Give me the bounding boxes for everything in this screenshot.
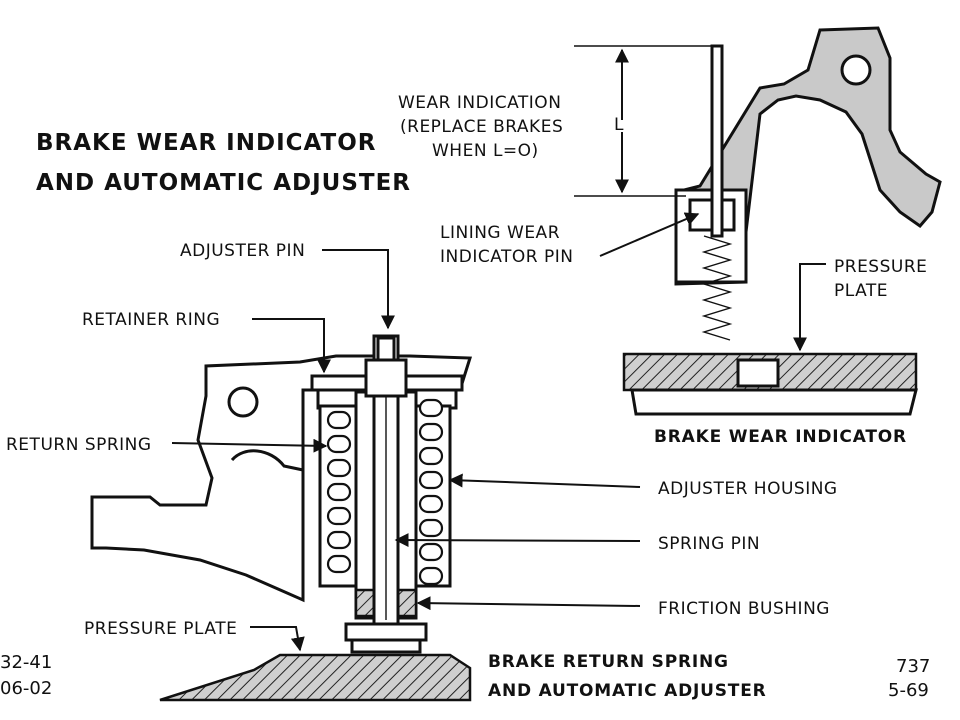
label-wear-indication-3: WHEN L=O) <box>432 141 539 161</box>
wear-indicator-drawing <box>622 26 942 416</box>
label-pressure-plate-right-1: PRESSURE <box>834 257 927 277</box>
label-lining-wear-2: INDICATOR PIN <box>440 247 573 267</box>
return-spring-coils-left <box>326 410 352 574</box>
label-spring-pin: SPRING PIN <box>658 534 760 554</box>
return-spring-coils-right <box>418 398 444 586</box>
label-pressure-plate-left: PRESSURE PLATE <box>84 619 237 639</box>
ref-right-2: 5-69 <box>888 680 929 701</box>
caption-wear-indicator: BRAKE WEAR INDICATOR <box>654 427 907 447</box>
caption-return-spring-2: AND AUTOMATIC ADJUSTER <box>488 681 767 701</box>
label-return-spring: RETURN SPRING <box>6 435 152 455</box>
label-lining-wear-1: LINING WEAR <box>440 223 560 243</box>
ref-left-2: 06-02 <box>0 678 52 699</box>
ref-left-1: 32-41 <box>0 652 52 673</box>
label-wear-indication-2: (REPLACE BRAKES <box>400 117 563 137</box>
title-line-2: AND AUTOMATIC ADJUSTER <box>36 170 411 196</box>
label-retainer-ring: RETAINER RING <box>82 310 220 330</box>
label-friction-bushing: FRICTION BUSHING <box>658 599 830 619</box>
label-wear-indication-1: WEAR INDICATION <box>398 93 561 113</box>
right-leader-lines <box>599 212 826 352</box>
label-pressure-plate-right-2: PLATE <box>834 281 888 301</box>
dimension-l-label: L <box>614 115 624 135</box>
title-line-1: BRAKE WEAR INDICATOR <box>36 130 376 156</box>
caption-return-spring-1: BRAKE RETURN SPRING <box>488 652 729 672</box>
dimension-l: L <box>574 45 720 197</box>
label-adjuster-housing: ADJUSTER HOUSING <box>658 479 838 499</box>
left-leader-lines <box>171 249 641 652</box>
label-adjuster-pin: ADJUSTER PIN <box>180 241 305 261</box>
adjuster-assembly-drawing <box>90 334 473 702</box>
ref-right-1: 737 <box>896 656 930 677</box>
